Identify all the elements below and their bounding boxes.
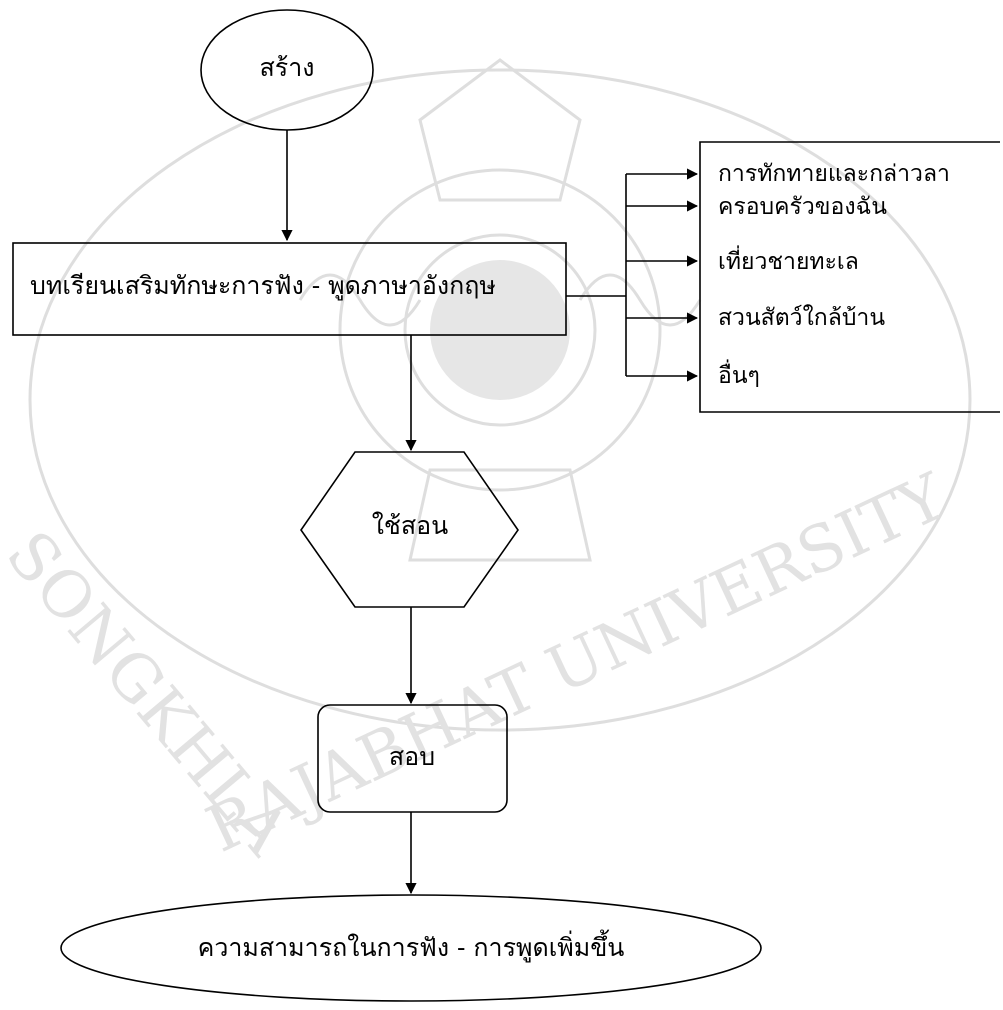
topic-5-label: อื่นๆ (718, 363, 760, 389)
test-label: สอบ (388, 742, 436, 771)
seal-sun-ring (338, 168, 662, 492)
topics-box (699, 141, 1000, 413)
seal-inner-ring (403, 233, 597, 427)
result-label: ความสามารถในการฟัง - การพูดเพิ่มขึ้น (197, 933, 625, 962)
topic-1-label: การทักทายและกล่าวลา (718, 161, 950, 187)
start-label: สร้าง (259, 53, 315, 82)
use-hexagon (300, 451, 519, 608)
result-oval (60, 894, 762, 1002)
test-box (317, 704, 508, 813)
seal-flourish-left (298, 273, 422, 327)
topic-4-label: สวนสัตว์ใกล้บ้าน (718, 305, 886, 331)
seal-outer-ring (28, 68, 972, 732)
seal-crown (418, 58, 582, 202)
seal-flourish-right (578, 273, 702, 327)
topic-2-label: ครอบครัวของฉัน (718, 194, 887, 220)
lesson-label: บทเรียนเสริมทักษะการฟัง - พูดภาษาอังกฤษ (30, 271, 496, 300)
lesson-box (12, 242, 567, 336)
seal-center (430, 260, 570, 400)
seal-pedestal (408, 468, 592, 562)
use-label: ใช้สอน (371, 511, 449, 540)
topic-3-label: เที่ยวชายทะเล (718, 249, 859, 275)
